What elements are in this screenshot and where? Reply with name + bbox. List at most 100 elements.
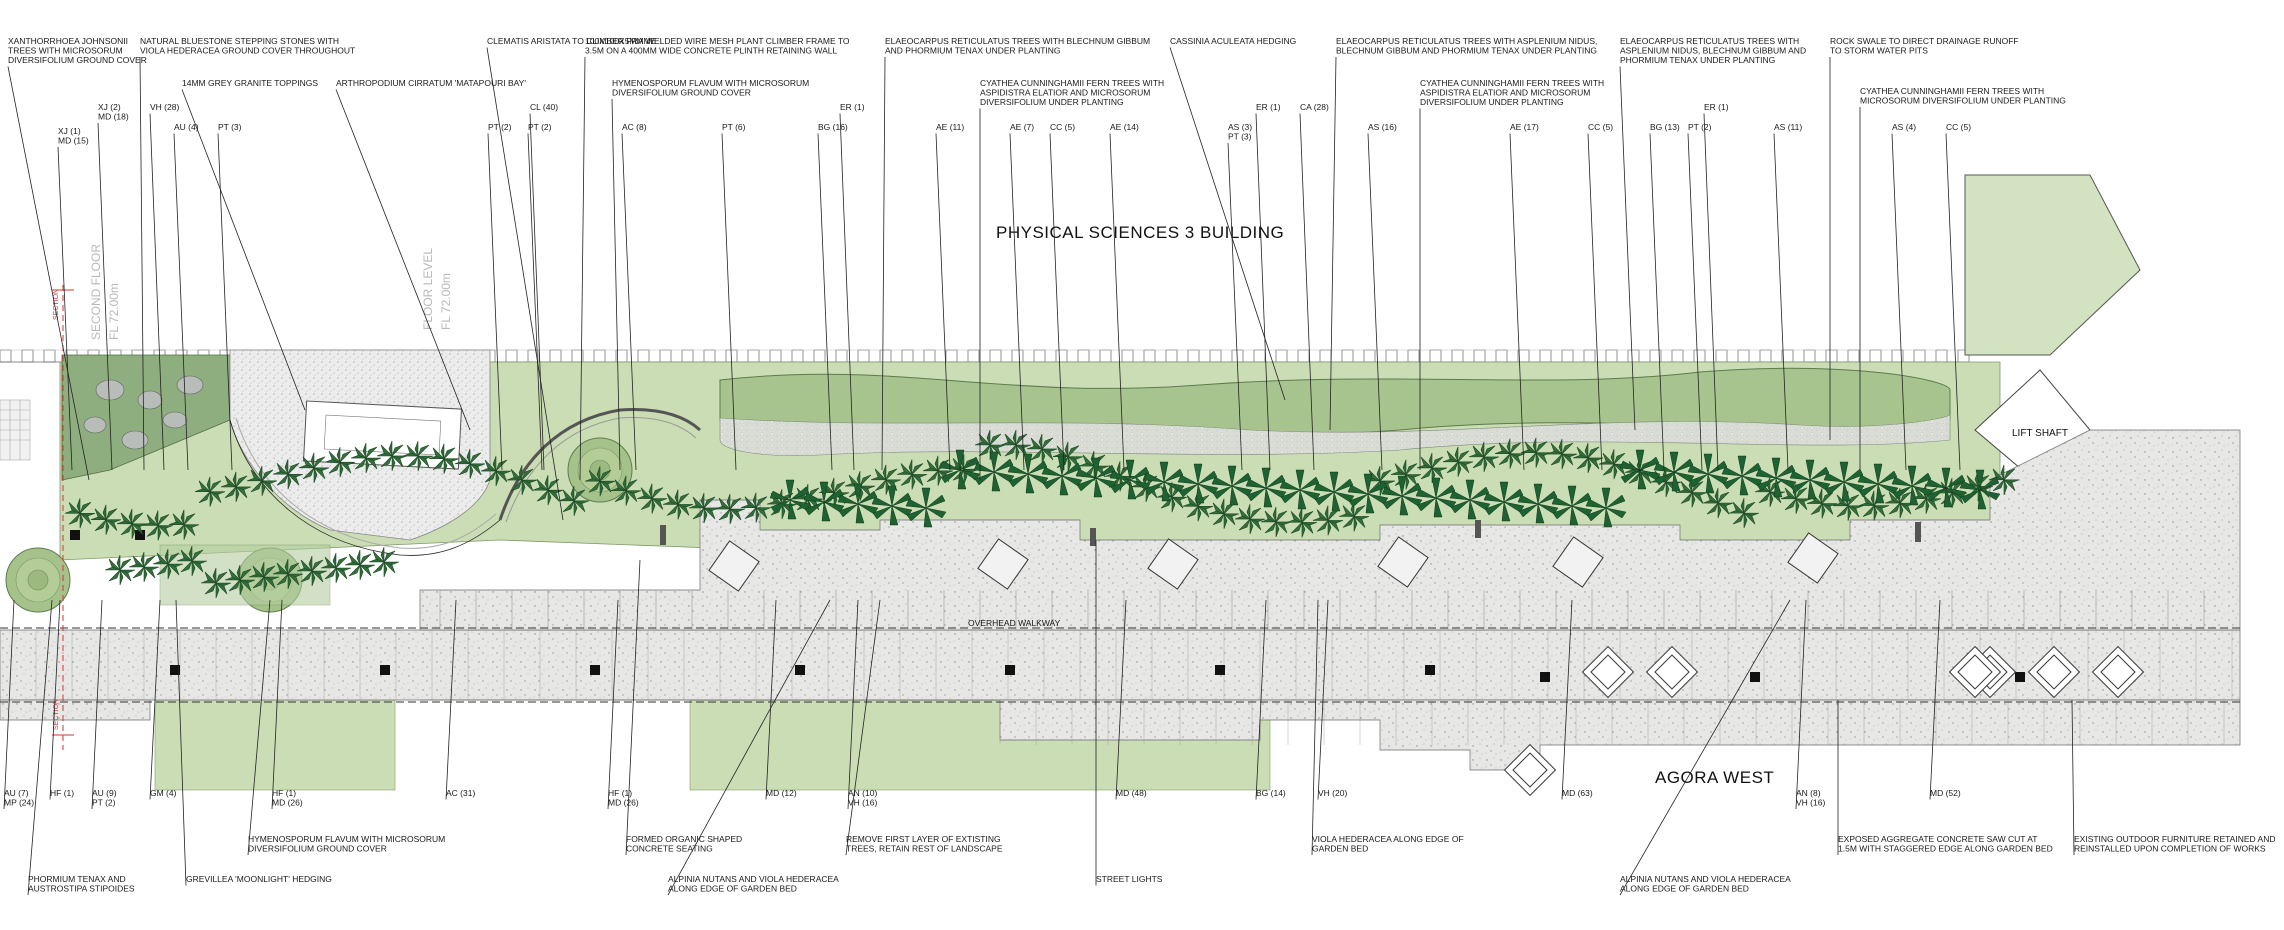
top-note: ELAEOCARPUS RETICULATUS TREES WITH ASPLE… xyxy=(1329,36,1597,431)
svg-text:AC (31): AC (31) xyxy=(446,788,475,798)
top-plant-code: CL (40) xyxy=(529,102,558,471)
palm-symbol xyxy=(480,455,512,487)
palm-symbol xyxy=(272,558,304,590)
section-mark-bottom: SECTION xyxy=(53,699,60,730)
top-note: NATURAL BLUESTONE STEPPING STONES WITHVI… xyxy=(139,36,355,471)
bottom-note: STREET LIGHTS xyxy=(1095,540,1163,886)
svg-text:BG (14): BG (14) xyxy=(1256,788,1286,798)
top-note: HYMENOSPORUM FLAVUM WITH MICROSORUMDIVER… xyxy=(611,78,809,471)
top-plant-code: CC (5) xyxy=(1587,122,1613,471)
palm-symbol xyxy=(584,465,616,497)
bottom-plant-code: AC (31) xyxy=(445,599,475,800)
svg-text:GARDEN BED: GARDEN BED xyxy=(1312,844,1368,854)
palm-symbol xyxy=(610,475,642,506)
palm-symbol xyxy=(1260,506,1292,538)
top-plant-code: PT (2) xyxy=(527,122,552,471)
svg-text:DIVERSIFOLIUM UNDER PLANTING: DIVERSIFOLIUM UNDER PLANTING xyxy=(1420,97,1564,107)
svg-text:HF (1): HF (1) xyxy=(50,788,74,798)
svg-text:REMOVE FIRST LAYER OF EXTISTIN: REMOVE FIRST LAYER OF EXTISTING xyxy=(846,834,1001,844)
palm-symbol xyxy=(224,564,256,596)
palm-symbol xyxy=(428,443,460,475)
palm-symbol xyxy=(324,446,356,478)
palm-symbol xyxy=(662,489,694,520)
bottom-note: EXPOSED AGGREGATE CONCRETE SAW CUT AT1.5… xyxy=(1837,700,2053,855)
svg-text:NATURAL BLUESTONE STEPPING STO: NATURAL BLUESTONE STEPPING STONES WITH xyxy=(140,36,339,46)
svg-text:CONCRETE SEATING: CONCRETE SEATING xyxy=(626,844,713,854)
palm-symbol xyxy=(246,465,278,497)
svg-text:14MM GREY GRANITE TOPPINGS: 14MM GREY GRANITE TOPPINGS xyxy=(182,78,318,88)
bottom-annotations: HYMENOSPORUM FLAVUM WITH MICROSORUMDIVER… xyxy=(27,540,2276,896)
top-plant-code: ER (1) xyxy=(1255,102,1281,471)
svg-text:DIVERSIFOLIUM GROUND COVER: DIVERSIFOLIUM GROUND COVER xyxy=(612,88,751,98)
svg-text:AUSTROSTIPA STIPOIDES: AUSTROSTIPA STIPOIDES xyxy=(28,884,135,894)
svg-text:PT (2): PT (2) xyxy=(92,798,116,808)
palm-symbol xyxy=(636,483,668,514)
svg-text:PHORMIUM TENAX UNDER PLANTING: PHORMIUM TENAX UNDER PLANTING xyxy=(1620,55,1775,65)
svg-text:CC (5): CC (5) xyxy=(1946,122,1971,132)
svg-text:AN (10): AN (10) xyxy=(848,788,877,798)
palm-symbol xyxy=(922,455,954,487)
svg-text:PT (3): PT (3) xyxy=(1228,132,1252,142)
palm-symbol xyxy=(296,555,328,587)
svg-text:CC (5): CC (5) xyxy=(1050,122,1075,132)
palm-symbol xyxy=(116,508,148,540)
svg-text:CASSINIA ACULEATA HEDGING: CASSINIA ACULEATA HEDGING xyxy=(1170,36,1296,46)
svg-text:AC (8): AC (8) xyxy=(622,122,647,132)
bottom-plant-code: AN (10)VH (16) xyxy=(847,599,877,810)
svg-text:PHORMIUM TENAX AND: PHORMIUM TENAX AND xyxy=(28,874,126,884)
top-plant-code: BG (16) xyxy=(817,122,848,471)
bottom-plant-code: AN (8)VH (16) xyxy=(1795,599,1825,810)
palm-symbol xyxy=(350,442,382,474)
svg-text:AN (8): AN (8) xyxy=(1796,788,1821,798)
top-plant-code: ER (1) xyxy=(839,102,865,471)
top-plant-code: XJ (1)MD (15) xyxy=(57,126,89,471)
svg-text:CL (40): CL (40) xyxy=(530,102,558,112)
svg-text:MD (52): MD (52) xyxy=(1930,788,1961,798)
bottom-note: GREVILLEA 'MOONLIGHT' HEDGING xyxy=(175,599,332,886)
svg-text:MD (18): MD (18) xyxy=(98,112,129,122)
top-note: CLEMATIS ARISTATA TO CLIMBER FRAME xyxy=(486,36,656,521)
svg-text:PT (2): PT (2) xyxy=(488,122,512,132)
bottom-plant-code: AU (7)MP (24) xyxy=(3,599,34,810)
top-plant-code: BG (13) xyxy=(1649,122,1680,471)
palm-symbol xyxy=(368,546,400,578)
bottom-plant-code: MD (48) xyxy=(1115,599,1147,800)
top-note: ARTHROPODIUM CIRRATUM 'MATAPOURI BAY' xyxy=(335,78,526,431)
top-plant-code: XJ (2)MD (18) xyxy=(97,102,129,471)
svg-text:ALONG EDGE OF GARDEN BED: ALONG EDGE OF GARDEN BED xyxy=(1620,884,1749,894)
svg-text:TREES WITH MICROSORUM: TREES WITH MICROSORUM xyxy=(8,46,123,56)
top-plant-code: AS (11) xyxy=(1773,122,1802,471)
svg-text:MD (26): MD (26) xyxy=(272,798,303,808)
svg-text:PT (3): PT (3) xyxy=(218,122,242,132)
palm-symbol xyxy=(176,545,208,577)
palm-symbol xyxy=(220,471,252,503)
top-plant-code: AE (11) xyxy=(935,122,964,471)
svg-text:MD (63): MD (63) xyxy=(1562,788,1593,798)
palm-symbol xyxy=(1026,433,1058,465)
bottom-plant-code: HF (1)MD (26) xyxy=(271,599,303,810)
svg-text:AE (11): AE (11) xyxy=(936,122,964,132)
building-title: PHYSICAL SCIENCES 3 BUILDING xyxy=(996,223,1284,242)
svg-text:ARTHROPODIUM CIRRATUM 'MATAPOU: ARTHROPODIUM CIRRATUM 'MATAPOURI BAY' xyxy=(336,78,526,88)
palm-symbol xyxy=(344,549,376,581)
bottom-note: EXISTING OUTDOOR FURNITURE RETAINED ANDR… xyxy=(2071,699,2276,856)
svg-text:HF (1): HF (1) xyxy=(608,788,632,798)
top-plant-code: PT (3) xyxy=(217,122,242,471)
svg-text:BLECHNUM GIBBUM AND PHORMIUM T: BLECHNUM GIBBUM AND PHORMIUM TENAX UNDER… xyxy=(1336,46,1597,56)
svg-text:VH (28): VH (28) xyxy=(150,102,179,112)
top-plant-code: AS (4) xyxy=(1891,122,1916,471)
palm-symbol xyxy=(740,492,772,523)
svg-text:ALPINIA NUTANS AND VIOLA HEDER: ALPINIA NUTANS AND VIOLA HEDERACEA xyxy=(1620,874,1791,884)
svg-text:AU (4): AU (4) xyxy=(174,122,199,132)
svg-text:AS (11): AS (11) xyxy=(1774,122,1802,132)
svg-text:AU (9): AU (9) xyxy=(92,788,117,798)
svg-text:ROCK SWALE TO DIRECT DRAINAGE: ROCK SWALE TO DIRECT DRAINAGE RUNOFF xyxy=(1830,36,2019,46)
palm-symbol xyxy=(1520,437,1552,468)
palm-symbol xyxy=(194,476,226,507)
section-mark-top: SECTION xyxy=(53,289,60,320)
svg-text:MP (24): MP (24) xyxy=(4,798,34,808)
